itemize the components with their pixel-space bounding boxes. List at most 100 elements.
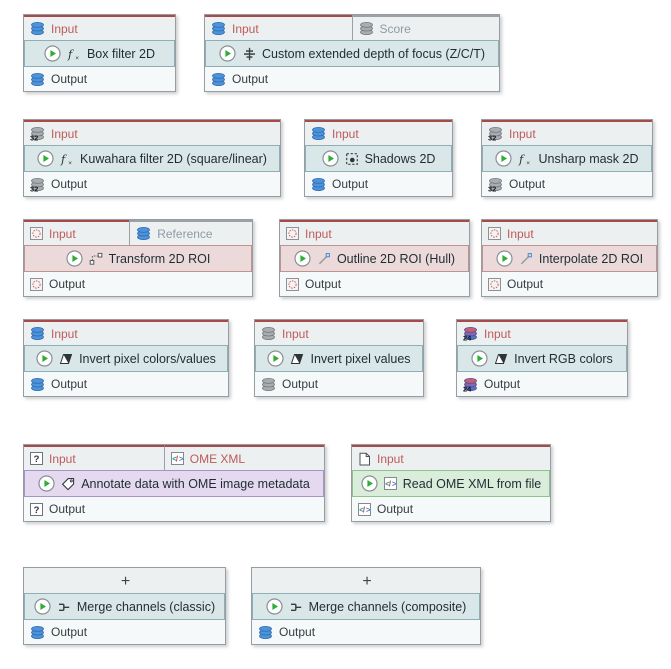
svg-text:>: > — [179, 455, 184, 464]
block-read-ome-xml-from-file[interactable]: Input</>Read OME XML from file</>Output — [351, 444, 551, 522]
port-output[interactable]: Output — [252, 620, 480, 644]
block-body[interactable]: </>Read OME XML from file — [352, 470, 550, 497]
play-button[interactable] — [361, 475, 378, 492]
block-body[interactable]: Shadows 2D — [305, 145, 452, 172]
port-input[interactable]: Input — [305, 120, 452, 145]
play-button[interactable] — [44, 45, 61, 62]
block-body[interactable]: Merge channels (classic) — [24, 593, 225, 620]
svg-text:<: < — [359, 505, 364, 514]
add-input-port-cell[interactable]: + — [252, 568, 480, 593]
block-body[interactable]: Interpolate 2D ROI — [482, 245, 657, 272]
edf-icon — [242, 47, 256, 61]
block-title: Invert pixel colors/values — [79, 351, 216, 366]
port-input[interactable]: Input — [255, 320, 423, 345]
block-merge-channels-classic[interactable]: +Merge channels (classic)Output — [23, 567, 226, 645]
play-button[interactable] — [37, 150, 54, 167]
xml-icon: </> — [170, 452, 184, 465]
block-body[interactable]: Merge channels (composite) — [252, 593, 480, 620]
invert-icon — [59, 352, 73, 366]
port-ome-xml[interactable]: </>OME XML — [163, 445, 324, 470]
play-button[interactable] — [321, 150, 339, 167]
svg-text:f: f — [67, 47, 74, 61]
block-body[interactable]: Invert pixel colors/values — [24, 345, 228, 372]
play-button[interactable] — [34, 598, 51, 615]
svg-text:24: 24 — [463, 384, 472, 391]
port-output[interactable]: Output — [24, 67, 175, 91]
port-input[interactable]: Input — [205, 15, 352, 40]
port-reference[interactable]: Reference — [129, 220, 252, 245]
block-body[interactable]: Transform 2D ROI — [24, 245, 252, 272]
port-output[interactable]: Output — [482, 272, 657, 296]
play-button[interactable] — [267, 350, 285, 367]
play-button[interactable] — [471, 350, 488, 367]
play-button[interactable] — [496, 250, 513, 267]
sequence-gray-32-icon: 32 — [488, 126, 503, 141]
play-button[interactable] — [495, 150, 513, 167]
block-annotate-data-with-ome-metadata[interactable]: ?Input</>OME XML Annotate data with OME i… — [23, 444, 325, 522]
block-body[interactable]: Outline 2D ROI (Hull) — [280, 245, 469, 272]
output-label: Output — [484, 377, 521, 391]
port-output[interactable]: </>Output — [352, 497, 550, 521]
port-output[interactable]: Output — [280, 272, 469, 296]
svg-text:32: 32 — [488, 184, 496, 191]
play-button[interactable] — [294, 250, 311, 267]
block-body[interactable]: Invert pixel values — [255, 345, 423, 372]
sequence-blue-icon — [30, 21, 45, 36]
svg-text:32: 32 — [488, 134, 496, 141]
block-body[interactable]: f×Box filter 2D — [24, 40, 175, 67]
port-output[interactable]: Output — [24, 620, 225, 644]
svg-text:<: < — [385, 480, 390, 489]
play-button[interactable] — [36, 350, 53, 367]
port-output[interactable]: 24 Output — [457, 372, 627, 396]
svg-text:/: / — [389, 480, 392, 489]
port-output[interactable]: Output — [24, 372, 228, 396]
port-output[interactable]: Output — [205, 67, 499, 91]
port-input[interactable]: Input — [24, 220, 130, 245]
block-body[interactable]: Custom extended depth of focus (Z/C/T) — [205, 40, 499, 67]
port-output[interactable]: Output — [24, 272, 252, 296]
port-label: Input — [484, 326, 511, 341]
add-input-port-cell[interactable]: + — [24, 568, 225, 593]
output-label: Output — [282, 377, 319, 391]
block-body[interactable]: Annotate data with OME image metadata — [24, 470, 324, 497]
play-button[interactable] — [66, 250, 83, 267]
block-body[interactable]: Invert RGB colors — [457, 345, 627, 372]
port-input[interactable]: Input — [482, 220, 657, 245]
port-input[interactable]: Input — [24, 15, 175, 40]
sequence-blue-icon — [136, 226, 151, 241]
port-output[interactable]: Output — [305, 172, 452, 196]
port-score[interactable]: Score — [351, 15, 499, 40]
block-merge-channels-composite[interactable]: +Merge channels (composite)Output — [251, 567, 481, 645]
roi-icon — [488, 227, 501, 240]
port-input[interactable]: Input — [280, 220, 469, 245]
play-button[interactable] — [266, 598, 283, 615]
play-button[interactable] — [38, 475, 55, 492]
port-input[interactable]: Input — [352, 445, 550, 470]
port-input[interactable]: Input — [24, 320, 228, 345]
block-body[interactable]: f×Kuwahara filter 2D (square/linear) — [24, 145, 280, 172]
port-output[interactable]: Output — [255, 372, 423, 396]
fx-icon: f× — [518, 152, 532, 166]
block-body[interactable]: f×Unsharp mask 2D — [482, 145, 652, 172]
play-button[interactable] — [219, 45, 236, 62]
block-title: Annotate data with OME image metadata — [81, 476, 310, 491]
roi-icon — [30, 227, 43, 240]
port-output[interactable]: ?Output — [24, 497, 324, 521]
port-input[interactable]: ?Input — [24, 445, 164, 470]
